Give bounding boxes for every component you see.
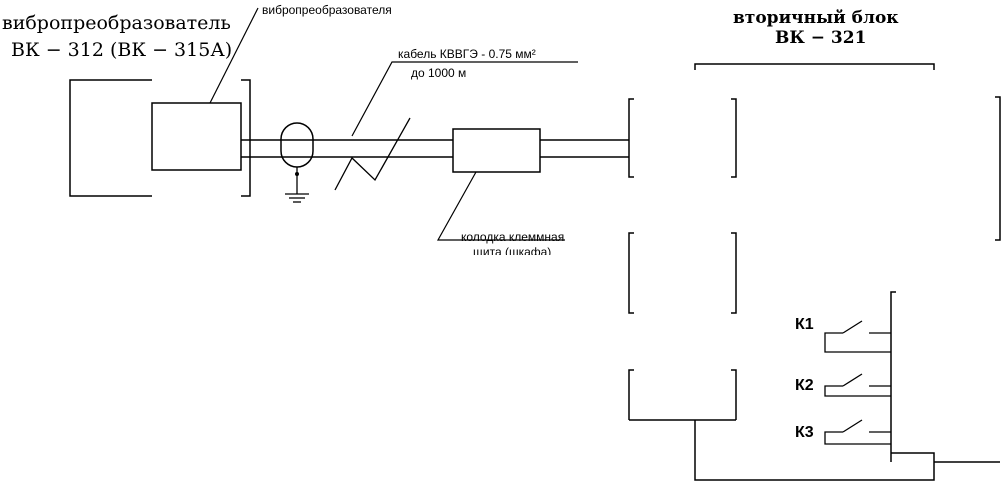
sensor-leader xyxy=(209,7,259,104)
relay-k2-contact xyxy=(842,373,863,387)
relay-k3-left-wire xyxy=(824,431,891,445)
relay-k3-label: К3 xyxy=(795,424,814,441)
cable-shield xyxy=(280,122,314,168)
bottom-loop xyxy=(694,420,935,481)
terminal-label: колодка клеммная xyxy=(461,230,565,244)
secondary-unit-model: ВК − 321 xyxy=(775,28,867,48)
relay-k1-left-wire xyxy=(824,332,891,353)
input-module-mid-left xyxy=(628,232,634,314)
terminal-block xyxy=(452,128,541,173)
relay-k1-label: К1 xyxy=(795,316,814,333)
input-module-mid-right xyxy=(731,232,737,314)
secondary-unit-title: вторичный блок xyxy=(733,8,899,28)
cable-break-mark xyxy=(334,117,411,191)
sensor-connector xyxy=(151,102,242,171)
cable-spec: кабель КВВГЭ - 0.75 мм² xyxy=(398,47,536,61)
relay-k3-contact xyxy=(842,419,863,433)
terminal-label-sub: щита (шкафа) xyxy=(473,246,552,255)
terminal-leader xyxy=(436,171,565,241)
ground-node xyxy=(295,172,299,176)
output-module-right xyxy=(995,96,1001,241)
sensor-sub-label: вибропреобразователя xyxy=(262,3,392,17)
cable-leader xyxy=(351,61,578,137)
input-module-bot-right xyxy=(731,369,737,420)
secondary-bracket xyxy=(694,63,935,70)
input-module-top-left xyxy=(628,98,634,178)
relay-k2-label: К2 xyxy=(795,377,814,394)
relay-module xyxy=(890,291,896,462)
relay-k1-contact xyxy=(842,320,863,334)
sensor-model: ВК − 312 (ВК − 315А) xyxy=(11,39,233,61)
input-module-top-right xyxy=(731,98,737,178)
sensor-title: вибропреобразователь xyxy=(2,12,231,34)
cable-length: до 1000 м xyxy=(411,66,467,80)
sensor-housing xyxy=(69,79,251,197)
relay-k2-left-wire xyxy=(824,385,891,397)
input-module-bot-left xyxy=(628,369,634,420)
